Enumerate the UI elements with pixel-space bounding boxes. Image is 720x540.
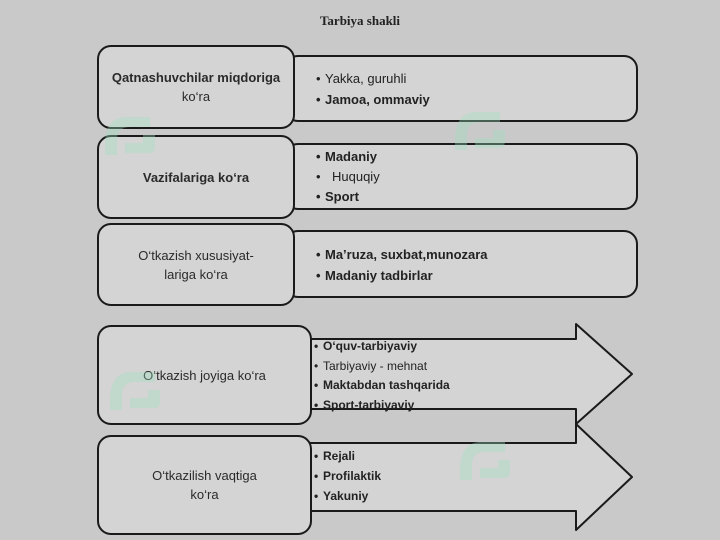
label-line: Qatnashuvchilar miqdoriga bbox=[111, 70, 281, 85]
label-box-joyi: O‘tkazish joyiga ko‘ra bbox=[97, 325, 312, 425]
label-box-vazifalari: Vazifalariga ko‘ra bbox=[97, 135, 295, 219]
list-item: Ma’ruza, suxbat,munozara bbox=[316, 244, 488, 265]
list-item: Sport bbox=[316, 187, 380, 207]
soft-logo-icon bbox=[455, 111, 505, 150]
items-list-vazifalari: Madaniy Huquqiy Sport bbox=[316, 147, 380, 207]
label-line: lariga ko‘ra bbox=[164, 266, 228, 282]
items-list-vaqti: Rejali Profilaktik Yakuniy bbox=[314, 446, 381, 506]
soft-logo-icon bbox=[105, 116, 155, 155]
label-line: ko‘ra bbox=[181, 89, 211, 104]
list-item: Sport-tarbiyaviy bbox=[314, 396, 450, 416]
soft-logo-icon bbox=[460, 441, 510, 480]
soft-logo-icon bbox=[110, 371, 160, 410]
diagram-title: Tarbiya shakli bbox=[319, 13, 401, 28]
list-item: Yakuniy bbox=[314, 486, 381, 506]
list-item: Madaniy bbox=[316, 147, 380, 167]
label-line: O‘tkazish joyiga ko‘ra bbox=[143, 367, 266, 383]
items-list-miqdori: Yakka, guruhli Jamoa, ommaviy bbox=[316, 68, 430, 110]
list-item: Jamoa, ommaviy bbox=[316, 89, 430, 110]
label-line: O‘tkazilish vaqtiga bbox=[152, 468, 257, 483]
list-item: Rejali bbox=[314, 446, 381, 466]
items-list-joyi: O‘quv-tarbiyaviy Tarbiyaviy - mehnat Mak… bbox=[314, 337, 450, 415]
label-line: Vazifalariga ko‘ra bbox=[142, 169, 250, 185]
list-item: Profilaktik bbox=[314, 466, 381, 486]
list-item: Tarbiyaviy - mehnat bbox=[314, 357, 450, 377]
items-list-xususiyat: Ma’ruza, suxbat,munozara Madaniy tadbirl… bbox=[316, 244, 488, 286]
list-item: Huquqiy bbox=[316, 167, 380, 187]
label-line: O‘tkazish xususiyat- bbox=[138, 247, 254, 263]
label-box-miqdori: Qatnashuvchilar miqdoriga ko‘ra bbox=[97, 45, 295, 129]
list-item: O‘quv-tarbiyaviy bbox=[314, 337, 450, 357]
list-item: Yakka, guruhli bbox=[316, 68, 430, 89]
label-box-xususiyat: O‘tkazish xususiyat-lariga ko‘ra bbox=[97, 223, 295, 306]
list-item: Madaniy tadbirlar bbox=[316, 265, 488, 286]
label-line: ko‘ra bbox=[190, 487, 219, 502]
label-box-vaqti: O‘tkazilish vaqtiga ko‘ra bbox=[97, 435, 312, 535]
list-item: Maktabdan tashqarida bbox=[314, 376, 450, 396]
